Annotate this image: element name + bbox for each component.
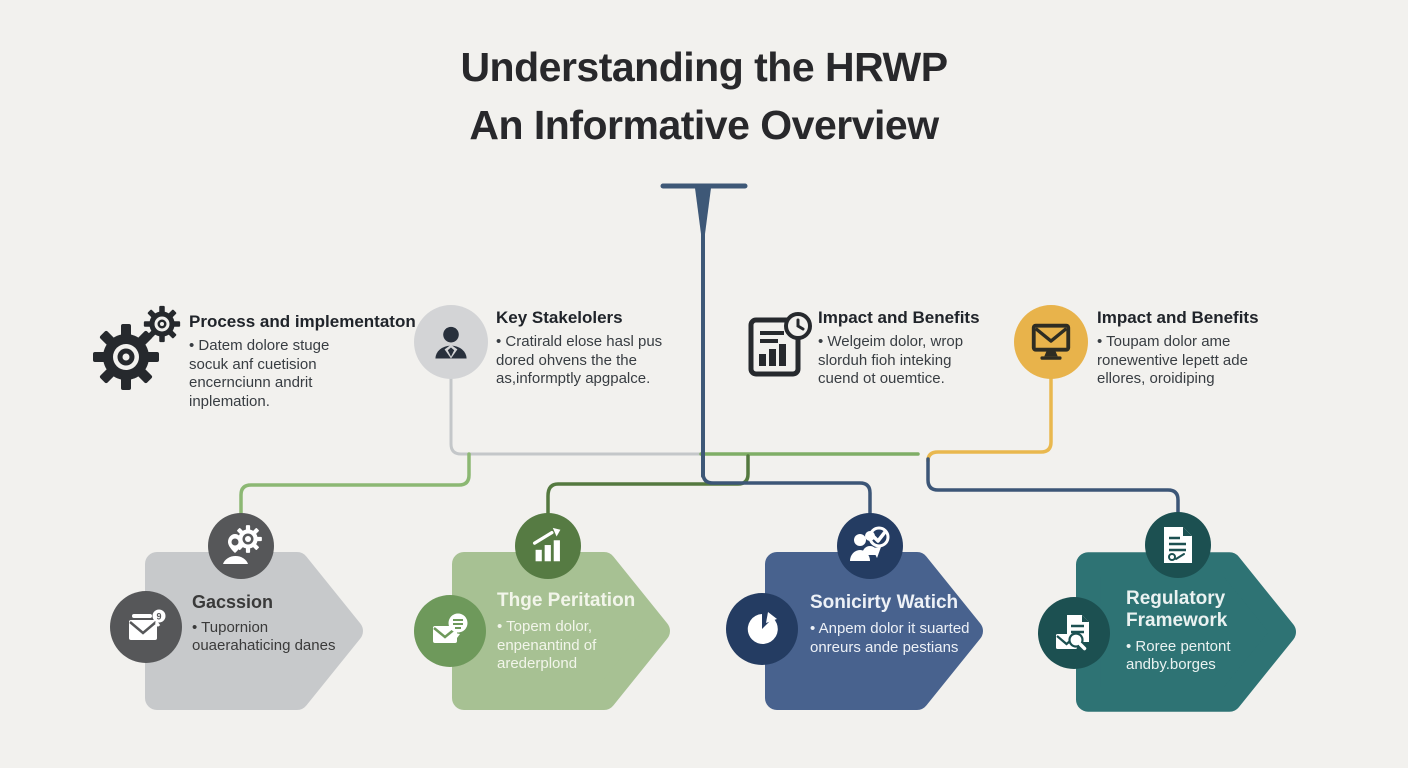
top-item-body: • Welgeim dolor, wrop slorduh fioh intek…	[818, 333, 964, 388]
category-text: Regulatory Framework • Roree pentont and…	[1126, 588, 1286, 675]
top-item-body: • Cratirald elose hasl pus dored ohvens …	[496, 333, 663, 388]
title-line-2: An Informative Overview	[469, 102, 939, 148]
documents-search-icon	[1038, 597, 1110, 669]
category-title: Gacssion	[192, 592, 274, 612]
category-text: Gacssion • Tupornion ouaerahaticing dane…	[192, 592, 344, 656]
category-body: • Roree pentont andby.borges	[1126, 637, 1231, 674]
category-box-regulatory	[1076, 552, 1296, 712]
report-clock-icon	[748, 312, 812, 377]
connector-lightgreen	[239, 452, 471, 516]
title-stem-taper	[695, 188, 711, 234]
person-gear-icon	[208, 513, 274, 579]
top-item-body: • Toupam dolor ame ronewentive lepett ad…	[1097, 333, 1248, 388]
category-title: Thge Peritation	[497, 590, 636, 611]
connector-navy-right	[926, 457, 1180, 516]
top-item-impact-1: Impact and Benefits • Welgeim dolor, wro…	[818, 308, 993, 389]
growth-chart-icon	[515, 513, 581, 579]
top-item-impact-2: Impact and Benefits • Toupam dolor ame r…	[1097, 308, 1307, 389]
top-item-heading: Key Stakelolers	[496, 308, 623, 327]
category-title: Sonicirty Watich	[810, 592, 959, 613]
page-title: Understanding the HRWP An Informative Ov…	[0, 38, 1408, 154]
category-body: • Tupornion ouaerahaticing danes	[192, 618, 336, 655]
category-text: Thge Peritation • Topem dolor, enpenanti…	[497, 590, 659, 674]
document-signature-icon	[1145, 512, 1211, 578]
pie-chart-icon	[726, 593, 798, 665]
svg-text:9: 9	[156, 612, 161, 622]
category-box-peritation	[452, 552, 670, 710]
person-icon	[414, 305, 488, 379]
top-item-heading: Impact and Benefits	[1097, 308, 1259, 327]
category-box-gacssion	[145, 552, 363, 710]
top-item-process: Process and implementaton • Datem dolore…	[189, 312, 424, 411]
connector-gray	[449, 377, 703, 456]
top-item-heading: Process and implementaton	[189, 312, 416, 331]
category-title: Regulatory Framework	[1126, 588, 1228, 631]
team-check-icon	[837, 513, 903, 579]
category-text: Sonicirty Watich • Anpem dolor it suarte…	[810, 592, 982, 657]
gears-icon	[93, 305, 181, 390]
mail-chat-icon	[414, 595, 486, 667]
category-body: • Anpem dolor it suarted onreurs ande pe…	[810, 619, 970, 656]
connector-yellow	[926, 377, 1053, 463]
connector-navy-center	[701, 452, 872, 516]
connector-darkgreen	[546, 454, 750, 516]
top-item-stakeholders: Key Stakelolers • Cratirald elose hasl p…	[496, 308, 686, 389]
mail-monitor-icon	[1014, 305, 1088, 379]
top-item-body: • Datem dolore stuge socuk anf cuetision…	[189, 337, 330, 410]
mail-notification-icon: 9	[110, 591, 182, 663]
title-line-1: Understanding the HRWP	[460, 44, 948, 90]
top-item-heading: Impact and Benefits	[818, 308, 980, 327]
category-body: • Topem dolor, enpenantind of arederplon…	[497, 617, 597, 673]
